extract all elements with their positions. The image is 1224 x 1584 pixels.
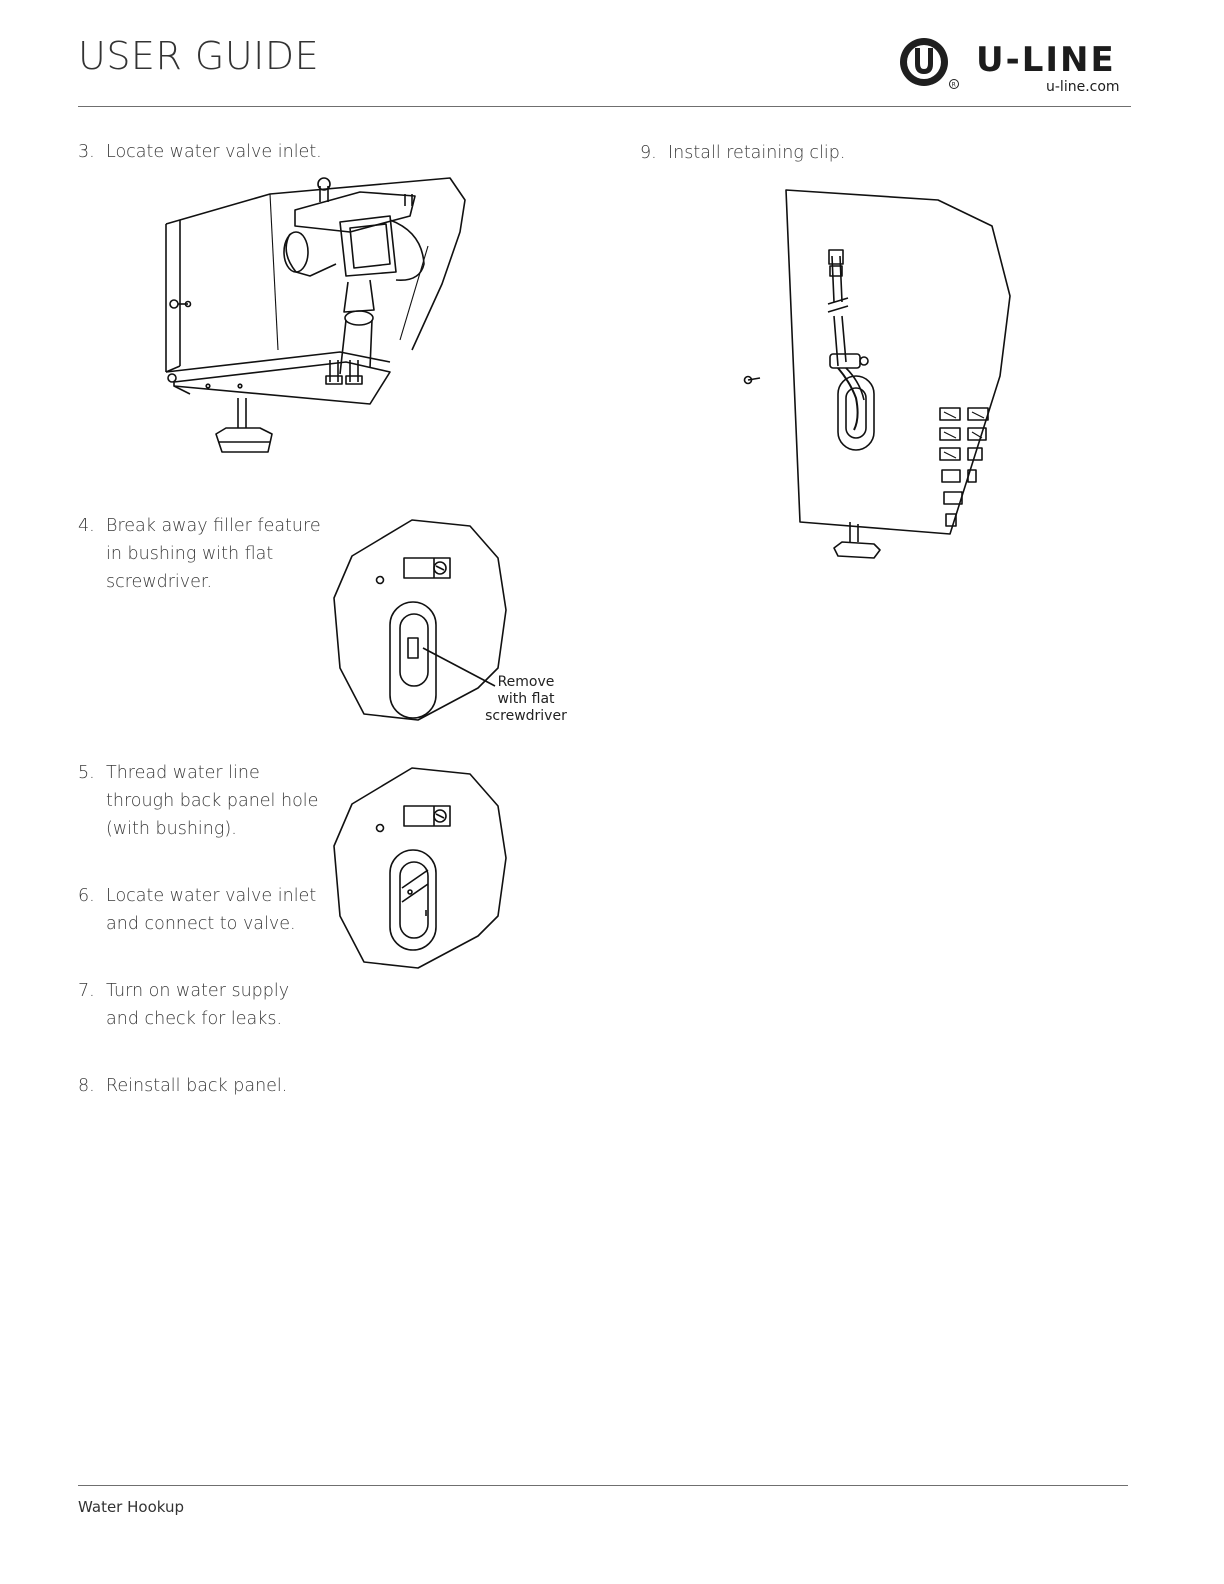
step-text-line: (with bushing). (106, 819, 237, 839)
step-text-line: Turn on water supply (106, 981, 290, 1001)
step-text-line: and connect to valve. (106, 914, 296, 934)
step-3: 3. Locate water valve inlet. (78, 138, 378, 166)
callout-line: screwdriver (485, 708, 567, 724)
step-8: 8. Reinstall back panel. (78, 1072, 338, 1100)
step-text-line: Break away filler feature (106, 516, 321, 536)
brand-name: U-LINE (976, 40, 1116, 80)
step-text-line: and check for leaks. (106, 1009, 283, 1029)
step-text: Install retaining clip. (668, 143, 846, 163)
step-5: 5. Thread water line through back panel … (78, 759, 338, 843)
brand-url: u-line.com (1046, 79, 1120, 95)
u-line-logo-icon: R (900, 38, 959, 89)
step-7: 7. Turn on water supply and check for le… (78, 977, 338, 1033)
svg-text:R: R (952, 82, 956, 89)
footer-section: Water Hookup (78, 1498, 184, 1516)
step-text: Locate water valve inlet. (106, 142, 322, 162)
water-valve-illustration (165, 177, 466, 453)
step-number: 8. (78, 1076, 95, 1096)
step-number: 5. (78, 763, 95, 783)
step-number: 7. (78, 981, 95, 1001)
retaining-clip-illustration (743, 189, 1011, 559)
bushing-filler-illustration (333, 519, 507, 721)
step-text: Reinstall back panel. (106, 1076, 288, 1096)
step-number: 4. (78, 516, 95, 536)
step-4: 4. Break away filler feature in bushing … (78, 512, 338, 596)
step-number: 3. (78, 142, 95, 162)
step-9: 9. Install retaining clip. (640, 139, 940, 167)
step-text-line: Thread water line (106, 763, 260, 783)
screwdriver-callout: Remove with flat screwdriver (471, 674, 581, 725)
step-number: 6. (78, 886, 95, 906)
step-6: 6. Locate water valve inlet and connect … (78, 882, 338, 938)
water-line-bushing-illustration (333, 767, 507, 969)
page-title: USER GUIDE (78, 34, 320, 78)
step-number: 9. (640, 143, 657, 163)
callout-line: with flat (497, 691, 555, 707)
step-text-line: Locate water valve inlet (106, 886, 317, 906)
callout-line: Remove (497, 674, 555, 690)
header-divider (78, 106, 1131, 107)
footer-divider (78, 1485, 1128, 1486)
step-text-line: through back panel hole (106, 791, 319, 811)
step-text-line: in bushing with flat (106, 544, 274, 564)
step-text-line: screwdriver. (106, 572, 213, 592)
